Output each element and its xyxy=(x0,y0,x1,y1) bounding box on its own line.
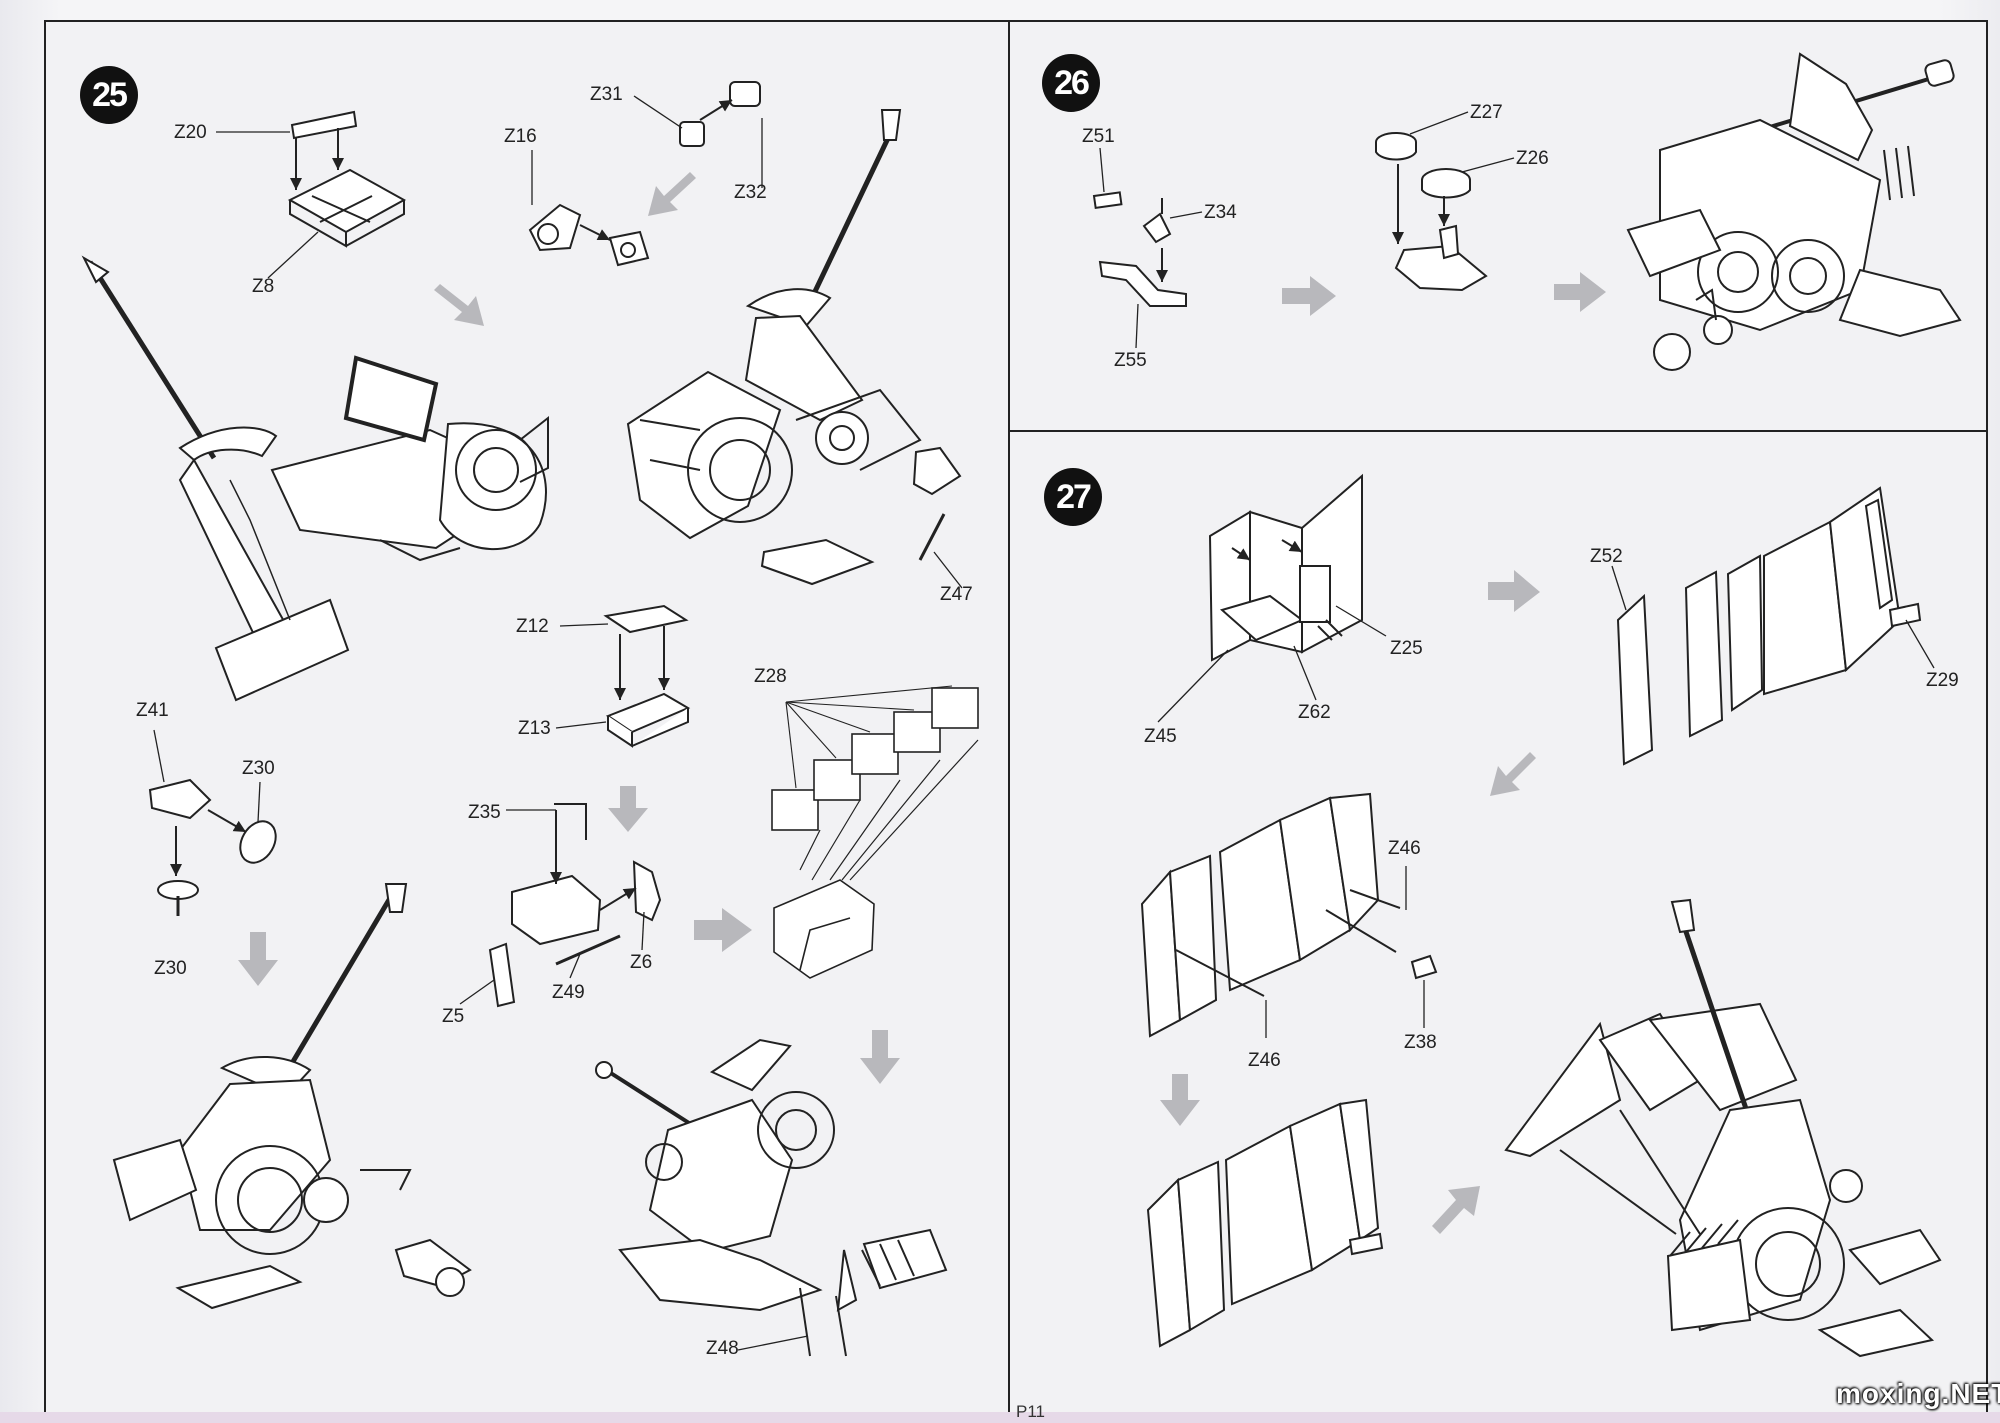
part-z46-z38-shield xyxy=(1140,792,1438,1038)
step-number-25: 25 xyxy=(80,66,138,124)
gun-assembly-stage-2 xyxy=(626,109,962,586)
part-z16-z31-z32-sight xyxy=(528,81,761,267)
part-z20-z8-tray xyxy=(287,110,407,248)
part-label: Z6 xyxy=(630,952,653,973)
part-label: Z30 xyxy=(154,958,187,979)
part-label: Z29 xyxy=(1926,670,1959,691)
part-label: Z51 xyxy=(1082,126,1115,147)
part-label: Z49 xyxy=(552,982,585,1003)
step-number-26: 26 xyxy=(1042,54,1100,112)
gun-assembly-stage-5 xyxy=(1626,52,1962,371)
part-z25-z62-z45 xyxy=(1208,473,1363,662)
step-27-progress-arrows xyxy=(1160,570,1540,1234)
part-z41-z30-handwheel xyxy=(148,778,277,916)
part-label: Z32 xyxy=(734,182,767,203)
part-label: Z55 xyxy=(1114,350,1147,371)
part-label: Z52 xyxy=(1590,546,1623,567)
part-label: Z48 xyxy=(706,1338,739,1359)
part-label: Z26 xyxy=(1516,148,1549,169)
part-label: Z25 xyxy=(1390,638,1423,659)
gun-assembly-stage-4 xyxy=(595,1038,948,1357)
part-label: Z16 xyxy=(504,126,537,147)
part-label: Z31 xyxy=(590,84,623,105)
part-z27-z26 xyxy=(1375,132,1488,292)
part-label: Z62 xyxy=(1298,702,1331,723)
part-z52-z29-shield xyxy=(1616,486,1922,766)
gun-assembly-stage-1 xyxy=(81,255,549,702)
part-label: Z38 xyxy=(1404,1032,1437,1053)
gun-assembly-stage-3 xyxy=(112,883,472,1310)
step-26-progress-arrows xyxy=(1282,272,1606,316)
step-25-progress-arrows xyxy=(238,172,900,1084)
part-label: Z46 xyxy=(1388,838,1421,859)
part-label: Z27 xyxy=(1470,102,1503,123)
gun-assembly-final xyxy=(1504,898,1942,1358)
part-z51-z34-z55 xyxy=(1092,191,1187,307)
part-label: Z30 xyxy=(242,758,275,779)
part-label: Z28 xyxy=(754,666,787,687)
part-label: Z46 xyxy=(1248,1050,1281,1071)
watermark: moxing.NET xyxy=(1836,1378,2000,1409)
part-label: Z20 xyxy=(174,122,207,143)
part-label: Z12 xyxy=(516,616,549,637)
part-label: Z45 xyxy=(1144,726,1177,747)
shield-assembled xyxy=(1146,1098,1384,1348)
step-number-27: 27 xyxy=(1044,468,1102,526)
part-z12-z13-box xyxy=(603,604,691,748)
part-label: Z41 xyxy=(136,700,169,721)
part-label: Z13 xyxy=(518,718,551,739)
part-label: Z47 xyxy=(940,584,973,605)
page-number: P11 xyxy=(1016,1402,1045,1421)
part-label: Z5 xyxy=(442,1006,465,1027)
part-label: Z34 xyxy=(1204,202,1237,223)
part-label: Z35 xyxy=(468,802,501,823)
part-label: Z8 xyxy=(252,276,275,297)
part-z35-z6-z49-z5 xyxy=(488,803,662,1008)
page-bottom-band xyxy=(0,1412,2000,1423)
part-z28-ammo-racks xyxy=(771,687,979,979)
